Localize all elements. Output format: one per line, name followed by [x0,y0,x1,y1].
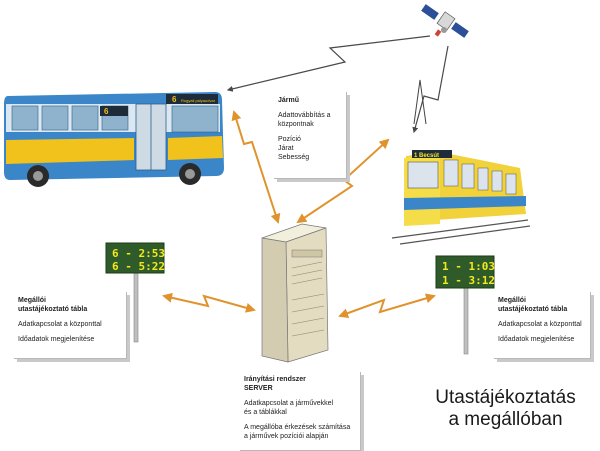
stop-left-line-1: Adatkapcsolat a központtal [18,321,102,328]
diagram-title-line-1: Utastájékoztatás [435,387,576,408]
vehicle-box-line-3: Pozíció [278,136,301,143]
server-illustration [261,223,329,363]
server-box-title-2: SERVER [244,385,273,392]
server-info-box: Irányítási rendszer SERVER Adatkapcsolat… [240,372,361,451]
satellite-icon [421,4,469,38]
vehicle-box-line-4: Járat [278,145,294,152]
vehicle-info-box: Jármű Adattovábbítás a központnak Pozíci… [274,92,347,179]
satellite-bus-link [226,35,431,92]
tram-destination: 1 Becsút [414,153,439,159]
board-left-row-1: 6 - 2:53 [112,247,165,260]
server-box-line-1: Adatkapcsolat a járművekkel [244,400,334,407]
vehicle-box-line-1: Adattovábbítás a [278,112,331,119]
stop-right-title-1: Megállói [498,297,527,304]
satellite-tram-link [412,45,449,134]
stop-right-line-1: Adatkapcsolat a központtal [498,321,582,328]
stop-right-title-2: utastájékoztató tábla [498,306,568,313]
board-left-server-link [162,292,256,313]
server-box-title-1: Irányítási rendszer [244,376,306,383]
stop-left-title-1: Megállói [18,297,47,304]
stop-right-info-box: Megállói utastájékoztató tábla Adatkapcs… [494,292,591,359]
vehicle-box-title: Jármű [278,97,300,104]
bus-server-link [231,110,281,224]
server-box-line-3: A megállóba érkezések számítása [244,424,351,431]
board-right-server-link [338,293,436,318]
vehicle-box-line-2: központnak [278,121,314,128]
diagram-title: Utastájékoztatás a megállóban [423,387,588,431]
board-right-row-1: 1 - 1:03 [442,260,495,273]
stop-right-line-2: Időadatok megjelenítése [498,336,575,343]
bus-route-number: 6 [172,95,177,104]
board-right-row-2: 1 - 3:12 [442,274,495,287]
stop-left-title-2: utastájékoztató tábla [18,306,88,313]
bus-destination: Rogyali pályaudvar [181,98,216,103]
stop-board-left: 6 - 2:53 6 - 5:22 [105,242,165,343]
board-left-row-2: 6 - 5:22 [112,260,165,273]
tram-illustration: 1 Becsút [391,79,531,245]
server-box-line-2: és a táblákkal [244,409,287,416]
stop-left-line-2: Időadatok megjelenítése [18,336,95,343]
bus-illustration: 6 Rogyali pályaudvar 6 [4,92,224,187]
vehicle-box-line-5: Sebesség [278,154,310,161]
server-box-line-4: a járművek pozíciói alapján [244,433,329,440]
diagram-title-line-2: a megállóban [448,409,563,430]
bus-side-route-number: 6 [104,107,109,116]
stop-left-info-box: Megállói utastájékoztató tábla Adatkapcs… [14,292,127,359]
stop-board-right: 1 - 1:03 1 - 3:12 [435,255,495,355]
tram-server-link [296,138,390,224]
